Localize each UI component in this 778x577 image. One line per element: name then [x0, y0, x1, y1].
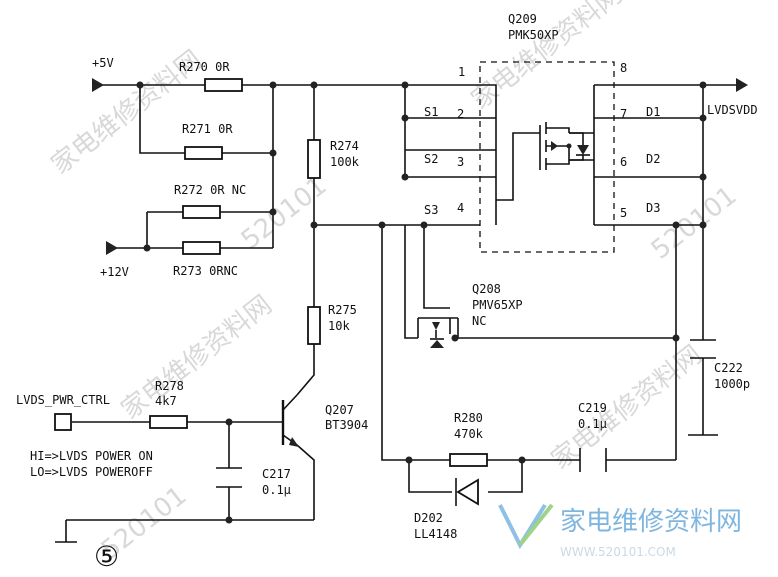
r278-ref: R278 [155, 379, 184, 393]
q208-nc: NC [472, 314, 486, 328]
r270-body [204, 78, 243, 92]
r272-body [182, 205, 221, 219]
c217-ref: C217 [262, 467, 291, 481]
plus12v-arrow [106, 241, 118, 255]
d202-part: LL4148 [414, 527, 457, 541]
pin-1: 1 [458, 65, 465, 79]
r271-body [184, 146, 223, 160]
q207-ref: Q207 [325, 403, 354, 417]
c219-ref: C219 [578, 401, 607, 415]
ctrl-label: LVDS_PWR_CTRL [16, 393, 110, 407]
r270-label: R270 0R [179, 60, 230, 74]
q208-ref: Q208 [472, 282, 501, 296]
capacitors [216, 339, 716, 488]
d202-ref: D202 [414, 511, 443, 525]
watermark-text: 家电维修资料网 [116, 290, 278, 426]
watermark-text: 家电维修资料网 [466, 0, 628, 116]
q209-part: PMK50XP [508, 28, 559, 42]
pin-d1: D1 [646, 105, 660, 119]
r275-body [307, 306, 321, 345]
r273-label: R273 0RNC [173, 264, 238, 278]
c222-ref: C222 [714, 361, 743, 375]
pin-4: 4 [457, 201, 464, 215]
lvds-pwr-ctrl-connector [54, 413, 72, 431]
supply-arrows [92, 78, 748, 255]
lo-note: LO=>LVDS POWEROFF [30, 465, 153, 479]
c217-value: 0.1μ [262, 483, 291, 497]
r278-body [149, 415, 188, 429]
plus5v-label: +5V [92, 56, 114, 70]
q209-mosfet-symbol [539, 122, 590, 170]
r272-label: R272 0R NC [174, 183, 246, 197]
r274-value: 100k [330, 155, 360, 169]
lvdsvdd-label: LVDSVDD [707, 103, 758, 117]
r271-label: R271 0R [182, 122, 233, 136]
q207-part: BT3904 [325, 418, 368, 432]
pin-d3: D3 [646, 201, 660, 215]
c222-plates [690, 339, 716, 359]
q208-mosfet-symbol [417, 317, 459, 348]
plus5v-arrow [92, 78, 104, 92]
c222-value: 1000p [714, 377, 750, 391]
r274-ref: R274 [330, 139, 359, 153]
pin-7: 7 [620, 107, 627, 121]
logo-cn-text: 家电维修资料网 [560, 507, 742, 537]
junction-dots [136, 81, 707, 524]
pin-s3: S3 [424, 203, 438, 217]
hi-note: HI=>LVDS POWER ON [30, 449, 153, 463]
pin-6: 6 [620, 155, 627, 169]
r280-body [449, 453, 488, 467]
r278-value: 4k7 [155, 394, 177, 408]
r280-value: 470k [454, 427, 484, 441]
pin-2: 2 [457, 107, 464, 121]
q209-ref: Q209 [508, 12, 537, 26]
lvdsvdd-arrow [736, 78, 748, 92]
site-logo: 家电维修资料网 WWW.520101.COM [498, 503, 742, 559]
wires [55, 84, 738, 543]
watermark-text: 家电维修资料网 [546, 340, 708, 476]
figure-number: ⑤ [94, 540, 119, 573]
watermark-text: 520101 [236, 171, 333, 256]
r275-value: 10k [328, 319, 350, 333]
pin-5: 5 [620, 206, 627, 220]
r273-body [182, 241, 221, 255]
pin-s1: S1 [424, 105, 438, 119]
resistors [149, 78, 488, 467]
r274-body [307, 139, 321, 179]
q208-part: PMV65XP [472, 298, 523, 312]
pin-d2: D2 [646, 152, 660, 166]
q207-transistor-symbol [281, 394, 299, 447]
pin-8: 8 [620, 61, 627, 75]
labels: +5V +12V LVDSVDD R270 0R R271 0R R272 0R… [16, 12, 758, 573]
plus12v-label: +12V [100, 265, 129, 279]
pin-s2: S2 [424, 152, 438, 166]
q209-package-outline [479, 61, 615, 253]
pin-3: 3 [457, 155, 464, 169]
c219-value: 0.1μ [578, 417, 607, 431]
r280-ref: R280 [454, 411, 483, 425]
d202-diode-symbol [455, 478, 479, 506]
r275-ref: R275 [328, 303, 357, 317]
c217-plates [216, 467, 242, 488]
c219-plates [579, 448, 607, 472]
watermark-text: 520101 [646, 181, 743, 266]
logo-url-text: WWW.520101.COM [560, 545, 676, 559]
